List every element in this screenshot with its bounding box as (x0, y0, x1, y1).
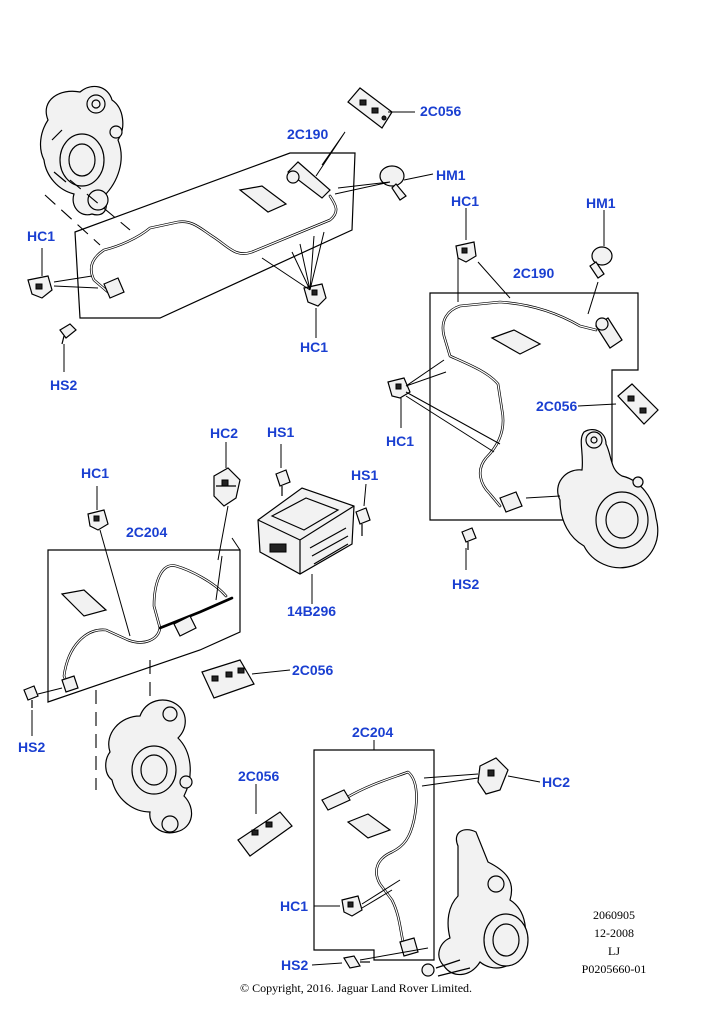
label-g4-2c056: 2C056 (238, 768, 279, 784)
hc1-clip (87, 509, 109, 531)
label-g4-hc2: HC2 (542, 774, 570, 790)
group-front-right-harness: HC1 HM1 2C190 2C056 HC1 HS2 (386, 193, 659, 592)
tape-wrap (346, 813, 392, 839)
label-g1-hc1-bottom: HC1 (300, 339, 328, 355)
drawing-reference: P0205660-01 (582, 962, 647, 976)
hc1-clip-bottom (303, 283, 327, 307)
drawing-date: 12-2008 (594, 926, 634, 940)
abs-module-connector (201, 659, 255, 699)
harness-frame (313, 749, 435, 961)
wheel-speed-sensor (286, 161, 331, 199)
label-g4-hs2: HS2 (281, 957, 308, 973)
drawing-number: 2060905 (593, 908, 635, 922)
inline-connector (321, 789, 351, 811)
group-control-module: HC2 HS1 HS1 14B296 (210, 424, 378, 619)
control-module-14b296 (257, 487, 355, 575)
abs-module-connector (347, 87, 393, 129)
group-rear-left-harness: HC1 2C204 2C056 HS2 (18, 465, 333, 834)
hc2-clip (213, 467, 241, 507)
hc1-clip-top (455, 241, 477, 263)
copyright-notice: © Copyright, 2016. Jaguar Land Rover Lim… (240, 981, 472, 995)
group-rear-right-harness: 2C204 2C056 HC2 HC1 HS2 (237, 724, 570, 977)
front-right-knuckle (557, 429, 659, 569)
harness-frame (429, 292, 639, 521)
sensor-plug (61, 675, 79, 693)
label-g4-hc1: HC1 (280, 898, 308, 914)
drawing-initials: LJ (608, 944, 620, 958)
label-g1-hm1: HM1 (436, 167, 466, 183)
sensor-plug (399, 937, 419, 957)
rear-left-knuckle (105, 699, 193, 834)
hc1-clip-left (27, 275, 53, 299)
label-g2-hs2: HS2 (452, 576, 479, 592)
abs-module-connector (617, 383, 659, 425)
group-front-left-harness: 2C056 2C190 HM1 HC1 HC1 HS2 (27, 85, 466, 393)
label-module-14b296: 14B296 (287, 603, 336, 619)
hm1-connector (379, 165, 407, 201)
hc1-clip-lower (387, 377, 411, 399)
label-module-hc2: HC2 (210, 425, 238, 441)
hs1-bolt-b (355, 507, 371, 536)
sensor-harness (441, 300, 598, 508)
label-g2-hc1-lower: HC1 (386, 433, 414, 449)
hs2-bolt (461, 527, 477, 550)
label-g3-hs2: HS2 (18, 739, 45, 755)
label-g3-2c204: 2C204 (126, 524, 167, 540)
wheel-speed-sensor (595, 317, 623, 349)
drawing-info: 2060905 12-2008 LJ P0205660-01 (582, 908, 647, 976)
label-g1-hc1-left: HC1 (27, 228, 55, 244)
tape-wrap (238, 185, 288, 213)
label-g4-2c204: 2C204 (352, 724, 393, 740)
label-module-hs1-a: HS1 (267, 424, 294, 440)
rear-right-knuckle (421, 829, 529, 977)
label-g3-2c056: 2C056 (292, 662, 333, 678)
sensor-harness (90, 194, 338, 294)
hs2-bolt (23, 685, 39, 708)
front-left-knuckle (39, 85, 124, 216)
label-g3-hc1: HC1 (81, 465, 109, 481)
label-g2-2c190: 2C190 (513, 265, 554, 281)
sensor-plug (103, 277, 125, 299)
label-g2-hm1: HM1 (586, 195, 616, 211)
harness-frame (74, 152, 356, 319)
hc2-clip (477, 757, 509, 795)
harness-frame (47, 549, 241, 703)
sensor-harness (62, 564, 234, 688)
label-g1-2c056: 2C056 (420, 103, 461, 119)
label-g1-2c190: 2C190 (287, 126, 328, 142)
label-module-hs1-b: HS1 (351, 467, 378, 483)
sensor-harness (344, 770, 418, 948)
hs1-bolt-a (275, 469, 291, 496)
sensor-plug (499, 491, 523, 513)
tape-wrap (60, 589, 108, 617)
hc1-clip (341, 895, 363, 917)
hs2-bolt (343, 955, 370, 969)
label-g2-2c056: 2C056 (536, 398, 577, 414)
abs-module-connector (237, 811, 293, 857)
hm1-connector (589, 246, 613, 279)
inline-connector (173, 615, 197, 637)
label-g2-hc1: HC1 (451, 193, 479, 209)
label-g1-hs2: HS2 (50, 377, 77, 393)
tape-wrap (490, 329, 542, 355)
hs2-bolt (59, 323, 77, 345)
